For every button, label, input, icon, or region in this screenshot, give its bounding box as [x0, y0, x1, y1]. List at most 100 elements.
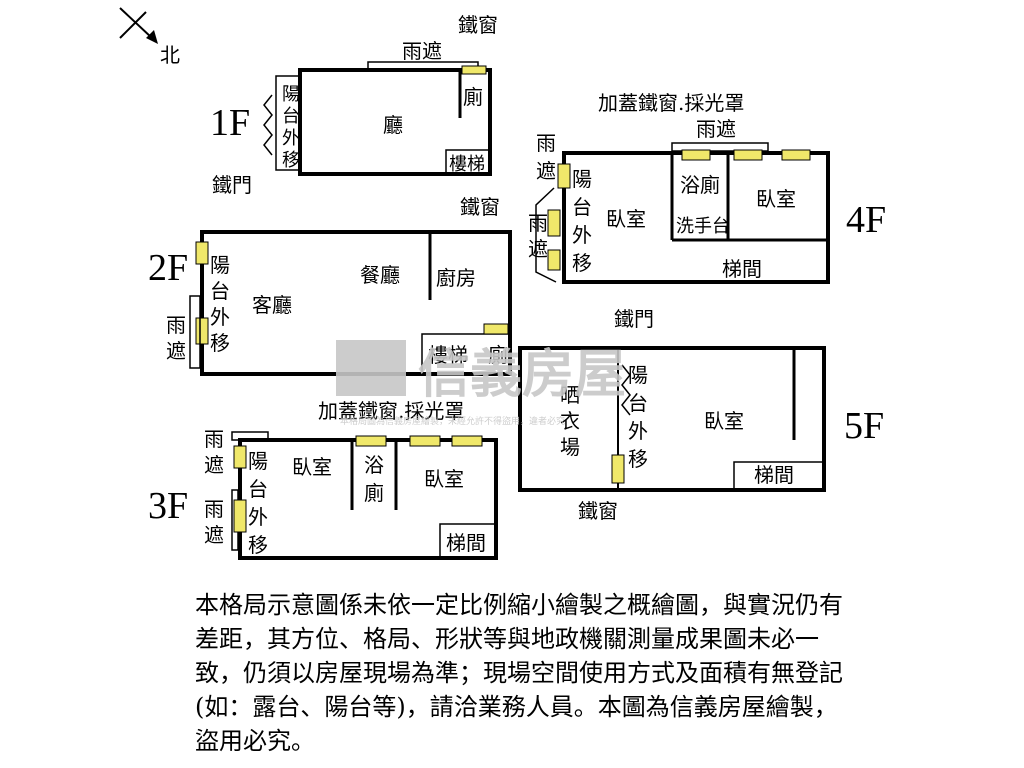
f4-stairwell-label: 梯間: [722, 257, 762, 281]
f1-awning-label: 雨遮: [402, 39, 442, 63]
f4-note-label: 加蓋鐵窗.採光罩: [598, 91, 744, 115]
f5-balcony-label-1: 陽: [628, 363, 648, 387]
f1-balcony-label-2: 台: [282, 106, 300, 127]
f1-stairs-label: 樓梯: [449, 154, 485, 175]
f2-balcony-label-2: 台: [210, 279, 230, 303]
f1-iron-door-label: 鐵門: [212, 173, 252, 197]
f4-awning-shape: [671, 142, 769, 152]
f3-awning-shape-1: [231, 431, 269, 441]
f5-bedroom-label: 臥室: [704, 409, 744, 433]
f4-awning2-label-2: 遮: [528, 237, 548, 261]
f4-window-6: [547, 249, 561, 271]
floor-label-1f: 1F: [210, 102, 250, 144]
watermark-notice: 本格局圖為信義房屋繪製，未經允許不得盜用，違者必究: [340, 415, 565, 427]
f4-awning1-label-1: 雨: [536, 131, 556, 155]
f3-awning1-label-2: 遮: [204, 453, 224, 477]
floor-label-2f: 2F: [148, 247, 188, 289]
f2-window-1: [195, 241, 209, 265]
f4-balcony-label-4: 移: [572, 251, 592, 275]
f4-bedroom1-label: 臥室: [606, 207, 646, 231]
floor-3f: 3F 加蓋鐵窗.採光罩 陽 台 外 移 臥室 浴 廁 臥室 梯間 雨 遮 雨 遮: [148, 399, 498, 560]
f5-iron-door-mark: [621, 364, 631, 416]
f1-balcony-label-1: 陽: [282, 84, 300, 105]
compass-north-label: 北: [160, 43, 180, 67]
floor-label-3f: 3F: [148, 485, 188, 527]
f1-window: [461, 65, 487, 75]
f3-balcony-label-2: 台: [248, 477, 268, 501]
f3-balcony-label-3: 外: [248, 505, 268, 529]
f5-outline: [518, 346, 826, 492]
f5-balcony-label-3: 外: [628, 419, 648, 443]
f3-window-4: [409, 435, 441, 447]
f5-balcony-label-4: 移: [628, 447, 648, 471]
f2-stairs-label: 樓梯: [428, 343, 468, 367]
floor-1f: 1F 陽 台 外 移 廳 廁 樓梯 鐵門 雨遮 鐵窗: [210, 13, 498, 197]
compass-cross-line: [119, 11, 147, 39]
f4-balcony-label-2: 台: [572, 195, 592, 219]
f5-drying-label-1: 晒: [560, 383, 580, 407]
f3-awning2-label-2: 遮: [204, 523, 224, 547]
f2-balcony-label-1: 陽: [210, 253, 230, 277]
f4-balcony-label-3: 外: [572, 223, 592, 247]
f1-iron-door-mark: [263, 94, 273, 156]
f3-bedroom1-label: 臥室: [292, 455, 332, 479]
f4-awning1-label-2: 遮: [536, 159, 556, 183]
f1-balcony-label-4: 移: [282, 150, 300, 171]
f4-sink-label: 洗手台: [676, 216, 730, 237]
f5-drying-label-3: 場: [560, 435, 580, 459]
f2-awning-shape: [189, 295, 201, 369]
floor-4f: 4F 加蓋鐵窗.採光罩 雨遮 陽 台 外 移 臥室 浴廁 洗手台 臥室 梯間 雨…: [528, 91, 886, 284]
f1-balcony-outline: [275, 75, 301, 171]
f5-iron-window-label: 鐵窗: [578, 499, 618, 523]
watermark: 信義房屋 本格局圖為信義房屋繪製，未經允許不得盜用，違者必究: [336, 340, 626, 427]
f3-window-5: [451, 435, 483, 447]
f5-stairwell-box: [733, 461, 825, 491]
compass: 北: [119, 7, 180, 67]
floor-label-4f: 4F: [846, 199, 886, 241]
f2-window-2: [195, 317, 209, 345]
f3-balcony-label-4: 移: [248, 533, 268, 557]
f5-drying-label-2: 衣: [560, 409, 580, 433]
f4-window-4: [557, 163, 571, 189]
f2-stairs-box: [421, 333, 511, 375]
f3-window-2: [233, 499, 247, 533]
f1-toilet-label: 廁: [463, 85, 483, 109]
f3-window-1: [233, 445, 247, 469]
f4-awning2-label-1: 雨: [528, 211, 548, 235]
f3-stairwell-box: [439, 523, 497, 559]
f4-window-2: [733, 149, 763, 161]
f5-window-1: [611, 454, 625, 484]
floor-label-5f: 5F: [844, 405, 884, 447]
floor-5f: 5F 鐵門 晒 衣 場 陽 台 外 移 臥室 梯間 鐵窗: [518, 307, 884, 523]
f3-note-label: 加蓋鐵窗.採光罩: [318, 399, 464, 423]
f4-awning-top-label: 雨遮: [696, 117, 736, 141]
watermark-logo: [336, 340, 406, 396]
f4-window-5: [547, 209, 561, 237]
f2-living-label: 客廳: [252, 293, 292, 317]
f3-bath-label-2: 廁: [364, 481, 384, 505]
f2-awning-label-1: 雨: [166, 313, 186, 337]
f1-iron-window-label: 鐵窗: [458, 13, 498, 37]
f3-bath-label-1: 浴: [364, 453, 384, 477]
f4-balcony-label-1: 陽: [572, 167, 592, 191]
f2-balcony-label-4: 移: [210, 331, 230, 355]
floor-2f: 2F 陽 台 外 移 客廳 餐廳 廚房 樓梯 廁 雨 遮 鐵窗: [148, 195, 512, 376]
f3-stairwell-label: 梯間: [446, 531, 486, 555]
f2-balcony-label-3: 外: [210, 305, 230, 329]
compass-arrow-head: [146, 30, 158, 44]
f4-window-1: [681, 149, 711, 161]
f4-window-3: [781, 149, 811, 161]
f5-balcony-label-2: 台: [628, 391, 648, 415]
f2-kitchen-label: 廚房: [436, 266, 476, 290]
f5-iron-door-label: 鐵門: [614, 307, 654, 331]
f4-bedroom2-label: 臥室: [756, 187, 796, 211]
f1-stairs-box: [445, 149, 491, 175]
f2-dining-label: 餐廳: [360, 263, 400, 287]
f2-iron-window-label: 鐵窗: [460, 195, 500, 219]
watermark-brand: 信義房屋: [418, 345, 626, 405]
f1-living-label: 廳: [383, 113, 403, 137]
f4-awning-shape-2: [535, 187, 557, 283]
disclaimer-text: 本格局示意圖係未依一定比例縮小繪製之概繪圖，與實況仍有差距，其方位、格局、形狀等…: [195, 591, 843, 755]
f2-window-3: [483, 323, 509, 335]
